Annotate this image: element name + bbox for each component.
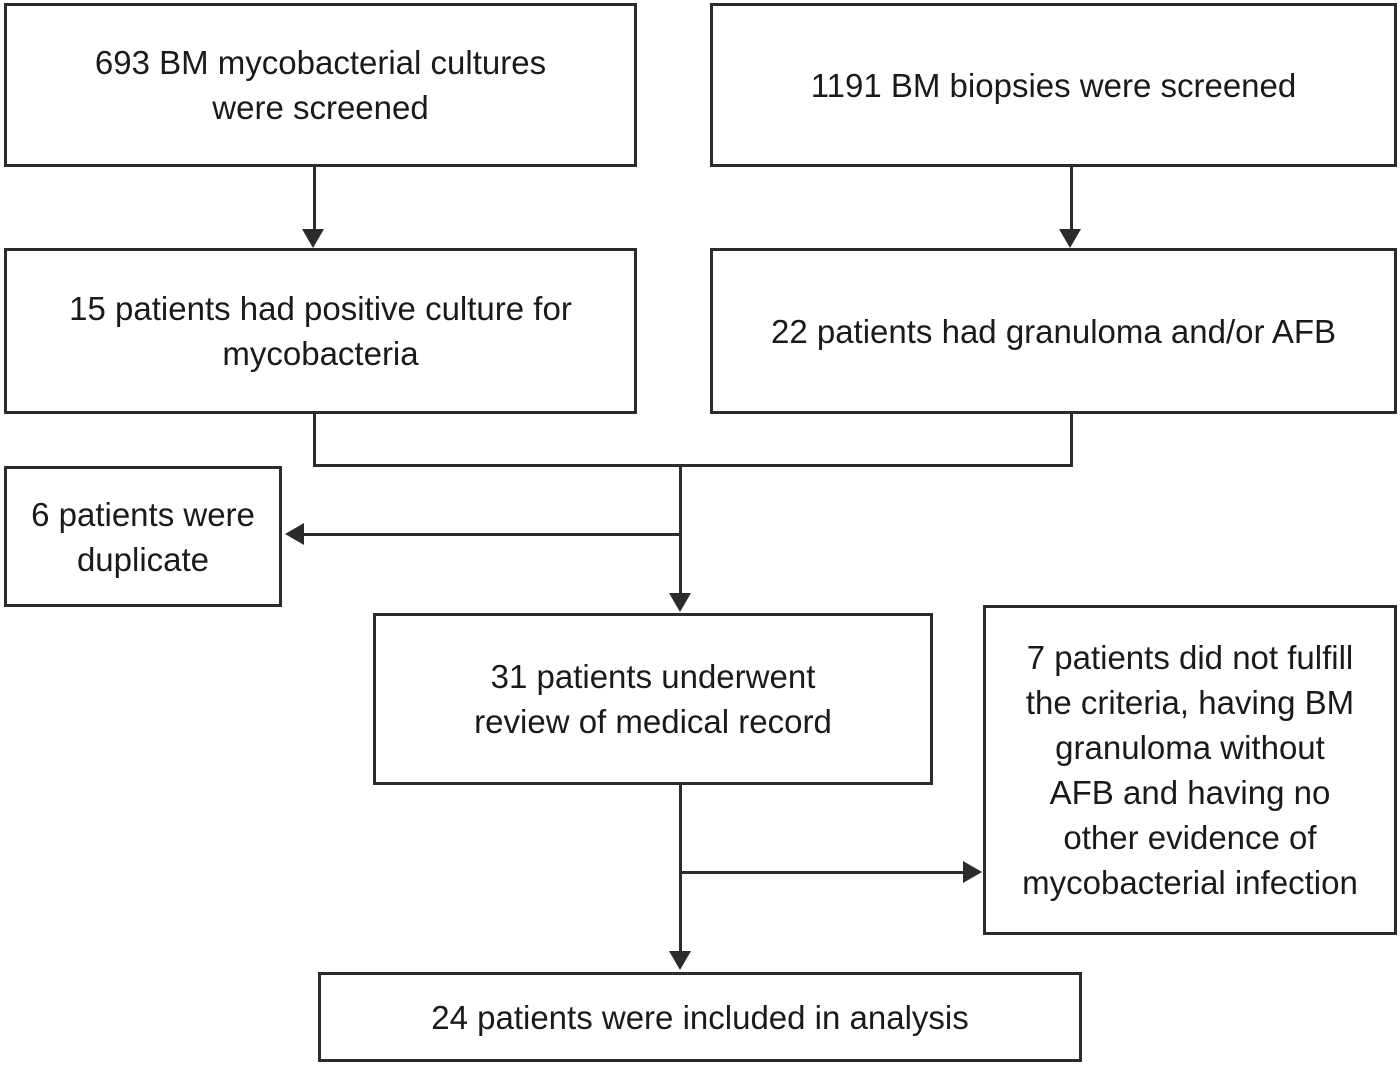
connector-merge-to-review [679,464,682,594]
node-not-fulfill-label: 7 patients did not fulfill the criteria,… [1022,639,1358,901]
node-cultures-screened: 693 BM mycobacterial cultures were scree… [4,3,637,167]
node-record-review-label: 31 patients underwent review of medical … [474,658,832,740]
node-positive-culture-label: 15 patients had positive culture for myc… [69,290,572,372]
connector-review-to-notfulfill [679,871,964,874]
node-included-analysis: 24 patients were included in analysis [318,972,1082,1062]
node-record-review: 31 patients underwent review of medical … [373,613,933,785]
node-not-fulfill: 7 patients did not fulfill the criteria,… [983,605,1397,935]
node-biopsies-screened-label: 1191 BM biopsies were screened [810,66,1297,104]
node-positive-culture: 15 patients had positive culture for myc… [4,248,637,414]
connector-positive-to-merge [313,414,316,467]
node-duplicate-label: 6 patients were duplicate [31,495,255,578]
connector-review-to-analysis [679,785,682,952]
connector-merge-to-duplicate [301,533,681,536]
connector-cultures-to-positive [313,167,316,230]
node-biopsies-screened: 1191 BM biopsies were screened [710,3,1397,167]
arrowhead-right-icon [963,861,982,883]
node-cultures-screened-label: 693 BM mycobacterial cultures were scree… [94,44,547,126]
arrowhead-left-icon [285,523,304,545]
node-granuloma-afb-label: 22 patients had granuloma and/or AFB [770,312,1337,350]
arrowhead-down-icon [669,593,691,612]
connector-merge-bar [313,464,1073,467]
node-included-analysis-label: 24 patients were included in analysis [431,998,969,1036]
arrowhead-down-icon [1059,229,1081,248]
arrowhead-down-icon [302,229,324,248]
connector-biopsies-to-granuloma [1070,167,1073,230]
node-granuloma-afb: 22 patients had granuloma and/or AFB [710,248,1397,414]
arrowhead-down-icon [669,951,691,970]
connector-granuloma-to-merge [1070,414,1073,467]
node-duplicate: 6 patients were duplicate [4,466,282,607]
